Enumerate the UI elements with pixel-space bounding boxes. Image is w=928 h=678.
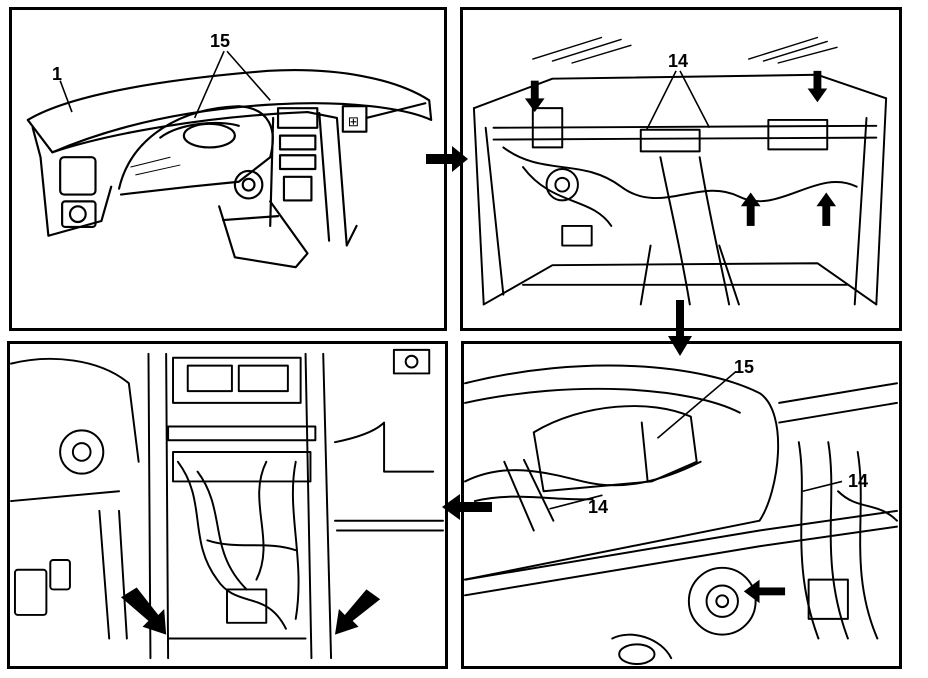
dashboard-drawing: ⊞ [26,50,433,269]
arrow-down-icon [524,80,545,113]
callout-14: 14 [588,497,609,517]
harness-drawing [464,364,898,666]
panel-dashboard-overview: ⊞ 1 15 [9,7,447,331]
arrow-up-icon [816,192,837,226]
callout-1: 1 [52,64,63,84]
console-drawing [10,348,444,660]
arrow-up-icon [334,589,381,635]
callout-15: 15 [210,31,231,51]
callout-14: 14 [848,471,869,491]
panel-console-detail [7,341,448,669]
svg-text:⊞: ⊞ [348,114,360,129]
arrow-down-icon [807,70,828,103]
callout-15: 15 [734,357,755,377]
callout-14: 14 [668,51,689,71]
crossmember-drawing [472,36,888,306]
arrow-up-icon [120,587,167,635]
panel-harness-closeup: 15 14 14 [461,341,902,669]
arrow-left-icon [743,579,786,604]
panel-crossmember-view: 14 [460,7,902,331]
arrow-up-icon [740,192,761,226]
